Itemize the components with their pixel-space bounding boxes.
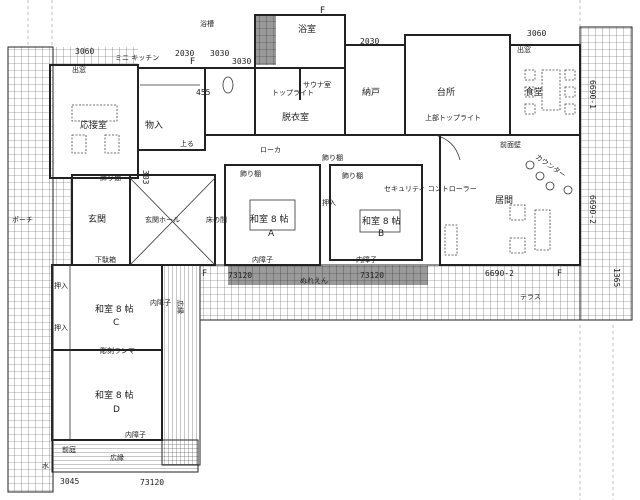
label-front-wall: 前面壁: [500, 140, 521, 149]
dimension-f4: F: [557, 269, 562, 279]
dimension-d3030b: 3030: [232, 57, 251, 66]
label-security: セキュリティ コントローラー: [384, 185, 477, 193]
label-kitchen: 台所: [437, 86, 455, 98]
label-counter: カウンター: [534, 152, 568, 179]
label-wa-c: 和室 8 帖: [95, 303, 133, 315]
label-tokonoma: 床の間: [206, 215, 227, 224]
dimension-d6690_3: 6690-2: [588, 195, 597, 224]
room-labels: 浴室 浴槽 ミニ キッチン 出窓 応接室 物入 上る 脱衣室 サウナ室 トップラ…: [12, 19, 568, 470]
label-corridor: ローカ: [260, 146, 281, 154]
label-ranma: 彫刻ランマ: [100, 346, 135, 355]
dimension-d73120b: 73120: [360, 271, 384, 280]
engawa-vertical: [161, 264, 201, 466]
label-up: 上る: [180, 139, 194, 148]
label-oshiire-2: 押入: [322, 198, 336, 207]
label-terrace: テラス: [520, 293, 541, 301]
label-shoji-3: 内障子: [125, 430, 146, 439]
dimension-d1365: 1365: [612, 268, 621, 287]
label-entrance-hall: 玄関ホール: [145, 215, 180, 224]
label-wa-a-letter: A: [268, 229, 275, 239]
label-wa-d: 和室 8 帖: [95, 389, 133, 401]
label-wa-b-letter: B: [378, 229, 384, 239]
dimension-d73120a: 73120: [228, 271, 252, 280]
label-shoe-box: 下駄箱: [95, 255, 116, 264]
label-oshiire-3: 押入: [54, 323, 68, 332]
bath-tile: [256, 15, 276, 65]
dimension-f1: F: [190, 57, 195, 67]
label-wa-a: 和室 8 帖: [250, 213, 288, 225]
label-garden: 前庭: [62, 445, 76, 454]
label-storage: 物入: [145, 119, 163, 131]
label-bay-window-2: 出窓: [517, 45, 531, 54]
label-closet: 納戸: [362, 86, 380, 98]
dimension-d3060b: 3060: [527, 29, 546, 38]
dimension-d3045: 3045: [60, 477, 79, 486]
walls: [49, 14, 581, 441]
label-wa-c-letter: C: [113, 318, 119, 328]
label-bathtub: 浴槽: [200, 19, 214, 28]
label-dressing: 脱衣室: [282, 111, 309, 123]
dimension-d455: 455: [196, 88, 211, 97]
label-shelf-1: 飾り棚: [100, 173, 121, 182]
label-wa-d-letter: D: [113, 405, 120, 415]
dimension-d2030b: 2030: [360, 37, 379, 46]
terrace-paving: [199, 26, 633, 321]
label-nureen: ぬれえん: [300, 277, 328, 285]
label-mini-kitchen: ミニ キッチン: [115, 54, 159, 62]
label-shelf-2: 飾り棚: [240, 169, 261, 178]
label-sauna: サウナ室: [303, 80, 331, 89]
dimension-d2030a: 2030: [175, 49, 194, 58]
label-wa-b: 和室 8 帖: [362, 215, 400, 227]
dimension-d3030a: 3030: [210, 49, 229, 58]
label-shoji-2: 内障子: [356, 255, 377, 264]
label-entrance: 玄関: [88, 213, 106, 225]
label-bath: 浴室: [298, 23, 316, 35]
dimension-d73120c: 73120: [140, 478, 164, 487]
label-toplight-2: 上部トップライト: [425, 113, 481, 122]
dimension-f3: F: [202, 269, 207, 279]
label-shelf-4: 飾り棚: [342, 171, 363, 180]
label-reception: 応接室: [80, 119, 107, 131]
label-water: 水: [42, 461, 49, 470]
label-shoji-4: 内障子: [150, 298, 171, 307]
dimension-d6690_1: 6690-1: [588, 80, 597, 109]
label-bay-window-1: 出窓: [72, 65, 86, 74]
engawa-bottom: [51, 439, 199, 473]
furniture: [71, 69, 576, 266]
label-oshiire-1: 押入: [54, 281, 68, 290]
porch-paving: [7, 46, 138, 493]
label-engawa-2: 広縁: [110, 453, 124, 462]
label-shoji-1: 内障子: [252, 255, 273, 264]
dimension-f2: F: [320, 6, 325, 16]
dimension-d303: 303: [141, 170, 150, 185]
label-living: 居間: [495, 195, 513, 206]
dimension-d3060a: 3060: [75, 47, 94, 56]
label-toplight-1: トップライト: [272, 89, 314, 97]
reference-lines: [27, 0, 614, 500]
label-dining: 食堂: [525, 86, 543, 98]
label-porch: ポーチ: [12, 216, 33, 224]
label-engawa-1: 広縁: [176, 300, 185, 314]
label-shelf-3: 飾り棚: [322, 153, 343, 162]
dimension-d6690_2: 6690-2: [485, 269, 514, 278]
dimension-labels: 3060 2030 3030 3030 455 2030 3060 6690-1…: [60, 6, 621, 487]
